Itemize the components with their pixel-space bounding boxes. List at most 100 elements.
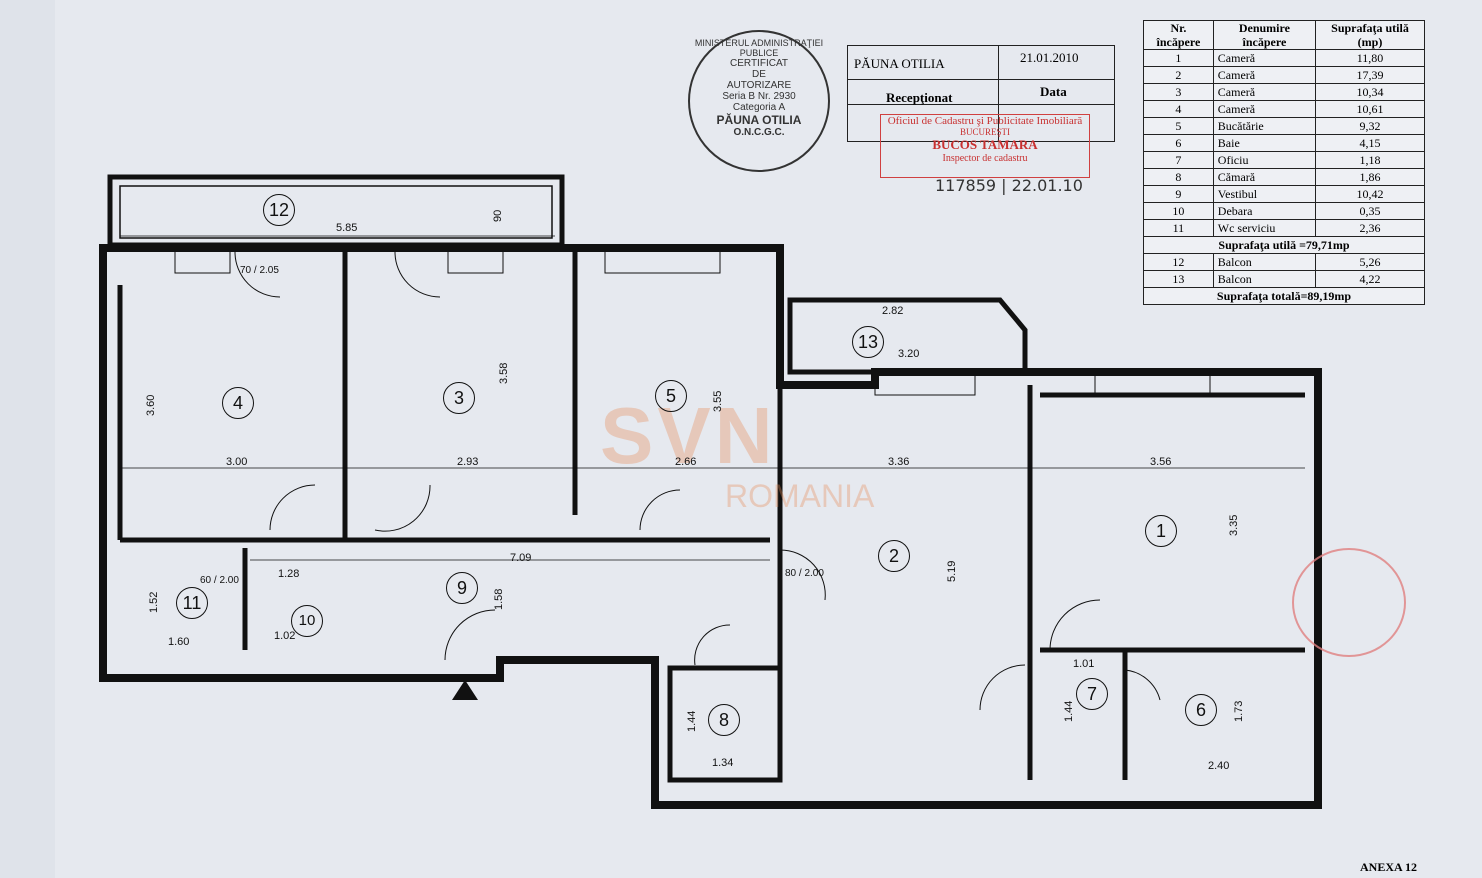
cell: 3 xyxy=(1143,83,1214,101)
dimension: 3.56 xyxy=(1150,456,1172,468)
cell: 4,15 xyxy=(1315,134,1425,152)
cadastre-stamp: Oficiul de Cadastru şi Publicitate Imobi… xyxy=(880,114,1090,178)
total-area: Suprafaţa totală=89,19mp xyxy=(1143,287,1425,305)
dimension: 1.02 xyxy=(274,630,296,642)
cell: Oficiu xyxy=(1212,151,1317,169)
cell: 4,22 xyxy=(1315,270,1425,288)
cell: 12 xyxy=(1143,253,1214,271)
cell: 1 xyxy=(1143,49,1214,67)
cell: 10,61 xyxy=(1315,100,1425,118)
cell: Cameră xyxy=(1212,66,1317,84)
col-header: Denumire încăpere xyxy=(1212,20,1317,50)
dimension: 5.19 xyxy=(946,560,958,582)
room-number: 12 xyxy=(263,194,295,226)
cell: 0,35 xyxy=(1315,202,1425,220)
stamp-office: Oficiul de Cadastru şi Publicitate Imobi… xyxy=(887,115,1083,127)
red-seal xyxy=(1292,548,1406,657)
dimension: 1.52 xyxy=(148,591,160,613)
cell: Baie xyxy=(1212,134,1317,152)
watermark-sub: ROMANIA xyxy=(725,478,875,514)
date-label: Data xyxy=(1040,84,1067,99)
interior-walls xyxy=(117,250,1305,783)
cell: 9,32 xyxy=(1315,117,1425,135)
cell: 6 xyxy=(1143,134,1214,152)
receiver-name: PĂUNA OTILIA xyxy=(854,56,945,71)
dimension: 2.66 xyxy=(675,456,697,468)
room-number: 5 xyxy=(655,380,687,412)
stamp-inspector-name: BUCOS TAMARA xyxy=(932,137,1038,152)
stamp-ring-text: MINISTERUL ADMINISTRAŢIEI PUBLICE xyxy=(694,38,824,58)
room-number: 6 xyxy=(1185,694,1217,726)
dimension: 1.44 xyxy=(686,710,698,732)
cell: Wc serviciu xyxy=(1212,219,1317,237)
annex-label: ANEXA 12 xyxy=(1360,860,1418,874)
cell: 17,39 xyxy=(1315,66,1425,84)
cell: 1,18 xyxy=(1315,151,1425,169)
dimension: 1.01 xyxy=(1073,658,1095,670)
cell: 5,26 xyxy=(1315,253,1425,271)
room-area-table: Nr. încăpere Denumire încăpere Suprafaţa… xyxy=(1143,20,1425,305)
dimension: 3.60 xyxy=(145,394,157,416)
cell: 8 xyxy=(1143,168,1214,186)
reception-box: PĂUNA OTILIA 21.01.2010 Recepţionat Data xyxy=(847,45,1115,142)
dimension: 5.85 xyxy=(336,222,358,234)
reception-date: 21.01.2010 xyxy=(1020,50,1079,65)
watermark-brand: SVN xyxy=(600,391,777,480)
cell: 2,36 xyxy=(1315,219,1425,237)
dimension: 7.09 xyxy=(510,552,532,564)
stamp-line: O.N.C.G.C. xyxy=(733,127,785,138)
stamp-line: Categoria A xyxy=(732,102,786,113)
cell: 11 xyxy=(1143,219,1214,237)
cell: 10,42 xyxy=(1315,185,1425,203)
dimension: 2.40 xyxy=(1208,760,1230,772)
stamp-line: Seria B Nr. 2930 xyxy=(722,91,796,102)
door-swings xyxy=(234,251,1161,711)
balcony-13-wall xyxy=(787,297,1028,375)
cell: Bucătărie xyxy=(1212,117,1317,135)
room-number: 10 xyxy=(291,605,323,637)
dimension: 1.28 xyxy=(278,568,300,580)
dimension: 3.55 xyxy=(712,390,724,412)
dimension-lines xyxy=(120,235,1305,561)
dimension: 90 xyxy=(492,209,504,222)
door-dimension: 70 / 2.05 xyxy=(240,265,279,276)
cell: Cămară xyxy=(1212,168,1317,186)
dimension: 1.60 xyxy=(168,636,190,648)
cell: Cameră xyxy=(1212,83,1317,101)
entrance-arrow-icon xyxy=(452,680,478,700)
registration-handwriting: 117859 | 22.01.10 xyxy=(935,176,1083,195)
usable-area-total: Suprafaţa utilă =79,71mp xyxy=(1143,236,1425,254)
authorization-stamp: MINISTERUL ADMINISTRAŢIEI PUBLICE CERTIF… xyxy=(688,30,830,172)
cell: Debara xyxy=(1212,202,1317,220)
stamp-inspector-role: Inspector de cadastru xyxy=(942,153,1028,164)
room-number: 13 xyxy=(852,326,884,358)
col-header: Suprafaţa utilă (mp) xyxy=(1315,20,1425,50)
room-number: 4 xyxy=(222,387,254,419)
door-dimension: 80 / 2.00 xyxy=(785,568,824,579)
dimension: 2.93 xyxy=(457,456,479,468)
door-dimension: 60 / 2.00 xyxy=(200,575,239,586)
dimension: 3.35 xyxy=(1228,514,1240,536)
dimension: 3.58 xyxy=(498,362,510,384)
col-header: Nr. încăpere xyxy=(1143,20,1214,50)
received-label: Recepţionat xyxy=(886,90,953,105)
cell: 2 xyxy=(1143,66,1214,84)
stamp-line: CERTIFICAT xyxy=(730,58,788,69)
stamp-line: DE xyxy=(752,69,766,80)
dimension: 1.44 xyxy=(1063,700,1075,722)
cell: Cameră xyxy=(1212,49,1317,67)
cell: 7 xyxy=(1143,151,1214,169)
cell: Balcon xyxy=(1212,270,1317,288)
cell: Balcon xyxy=(1212,253,1317,271)
windows xyxy=(174,247,1211,396)
